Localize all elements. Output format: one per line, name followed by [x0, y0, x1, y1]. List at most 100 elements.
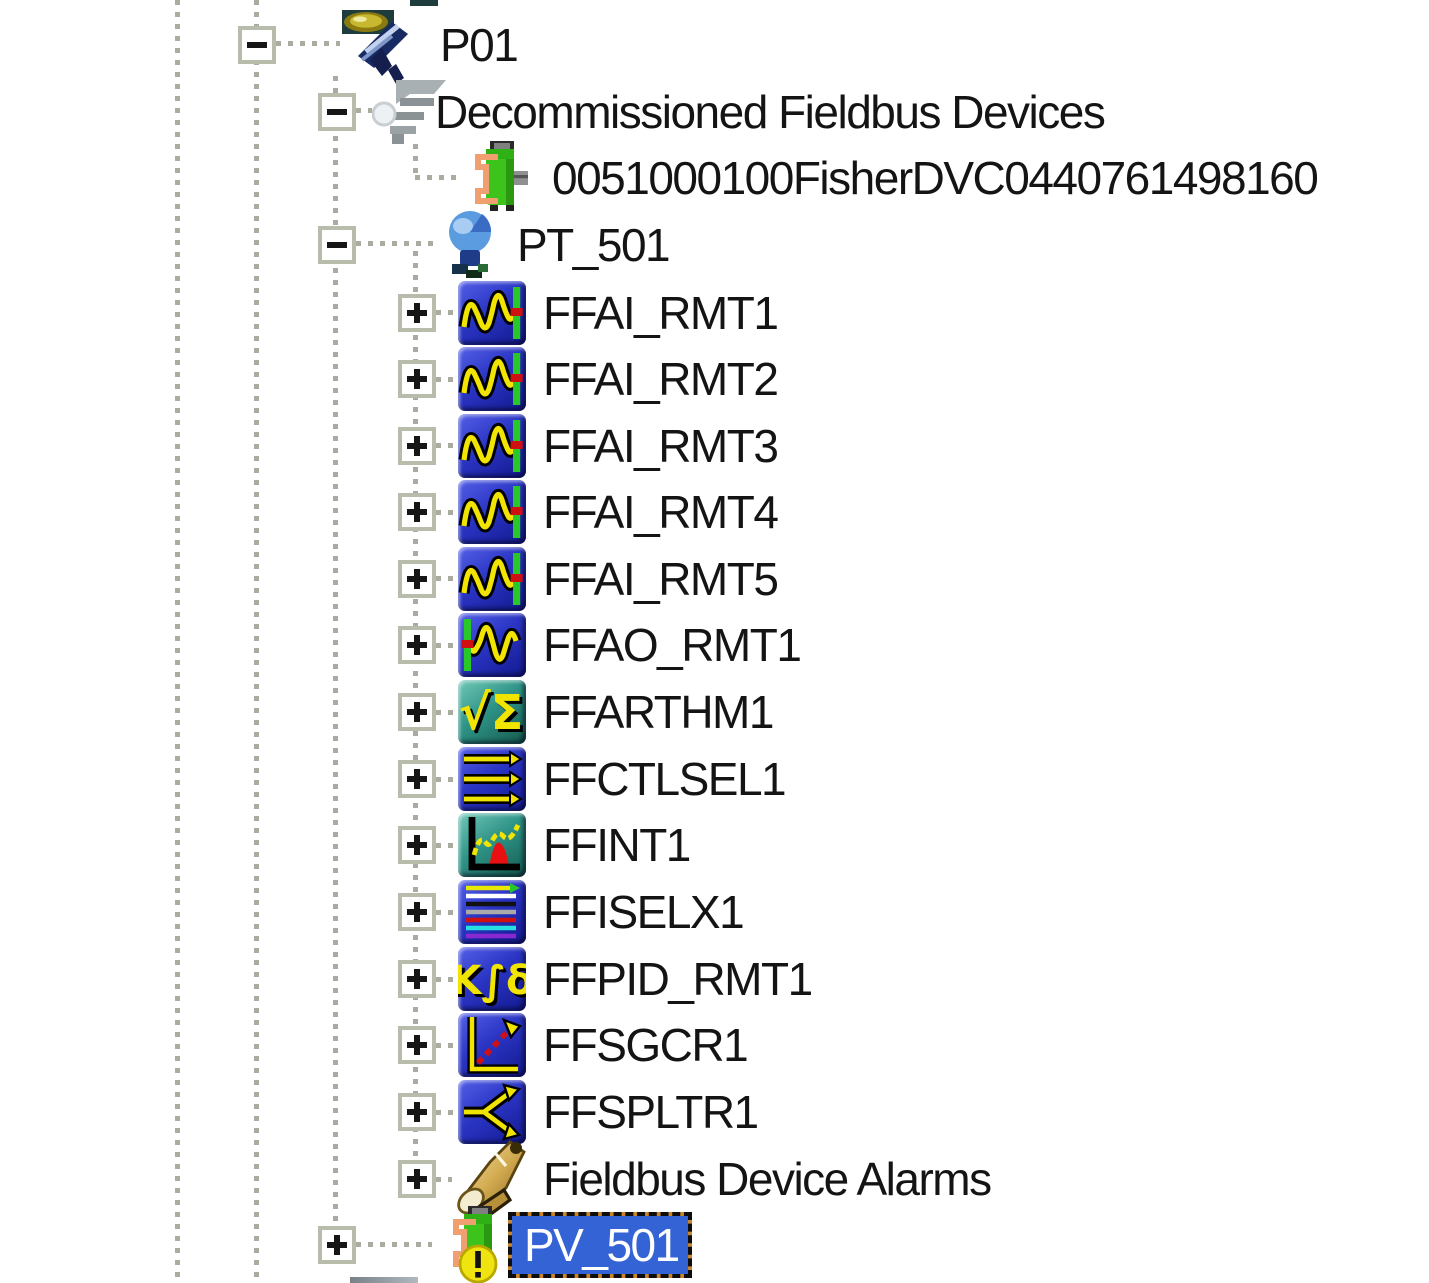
expand-toggle[interactable]	[398, 360, 436, 398]
tree-item-label[interactable]: FFAI_RMT3	[543, 420, 779, 472]
expand-toggle[interactable]	[398, 626, 436, 664]
tree-branch-line	[436, 576, 456, 581]
ffai-analog-input-block-icon[interactable]	[458, 281, 526, 345]
tree-item-label[interactable]: FFSPLTR1	[543, 1086, 759, 1138]
clipped-icon-fragment	[350, 1277, 418, 1283]
tree-branch-line	[436, 310, 456, 315]
tree-branch-line	[415, 175, 462, 180]
expand-toggle[interactable]	[398, 1093, 436, 1131]
expand-toggle[interactable]	[398, 493, 436, 531]
expand-toggle[interactable]	[398, 427, 436, 465]
expand-toggle[interactable]	[398, 893, 436, 931]
tree-branch-line	[436, 1043, 456, 1048]
tree-indent-guide	[413, 144, 418, 179]
tree-row-fieldbus-device-alarms[interactable]: Fieldbus Device Alarms	[0, 1140, 1429, 1219]
tree-branch-line	[436, 977, 456, 982]
tree-row-ffctlsel1[interactable]: FFCTLSEL1	[0, 746, 1429, 812]
tree-item-label[interactable]: PT_501	[517, 219, 671, 271]
tree-row-ffai-rmt5[interactable]: FFAI_RMT5	[0, 546, 1429, 612]
tree-branch-line	[276, 41, 340, 46]
tree-row-ffai-rmt4[interactable]: FFAI_RMT4	[0, 479, 1429, 545]
p01-module-icon[interactable]	[338, 8, 426, 89]
decommissioned-devices-icon[interactable]	[371, 80, 448, 151]
tree-branch-line	[356, 1242, 432, 1247]
ffai-analog-input-block-icon[interactable]	[458, 547, 526, 611]
expand-toggle[interactable]	[318, 1226, 356, 1264]
transmitter-device-icon[interactable]	[438, 210, 504, 285]
control-selector-block-icon[interactable]	[458, 747, 526, 811]
selected-item-highlight[interactable]: PV_501	[508, 1212, 692, 1278]
collapse-toggle[interactable]	[238, 26, 276, 64]
tree-row-ffai-rmt1[interactable]: FFAI_RMT1	[0, 280, 1429, 346]
tree-item-label[interactable]: FFCTLSEL1	[543, 753, 787, 805]
tree-row-ffspltr1[interactable]: FFSPLTR1	[0, 1079, 1429, 1145]
tree-row-ffai-rmt3[interactable]: FFAI_RMT3	[0, 413, 1429, 479]
expand-toggle[interactable]	[398, 960, 436, 998]
svg-text:K∫δ: K∫δ	[458, 958, 526, 1004]
tree-item-label[interactable]: PV_501	[524, 1219, 680, 1271]
tree-item-label[interactable]: FFAI_RMT1	[543, 287, 779, 339]
tree-item-label[interactable]: FFSGCR1	[543, 1019, 749, 1071]
tree-branch-line	[436, 643, 456, 648]
expand-toggle[interactable]	[398, 693, 436, 731]
integrator-block-icon[interactable]	[458, 813, 526, 877]
expand-toggle[interactable]	[398, 1160, 436, 1198]
tree-item-label[interactable]: FFISELX1	[543, 886, 745, 938]
tree-branch-line	[436, 1110, 456, 1115]
tree-branch-line	[356, 108, 372, 113]
ffai-analog-input-block-icon[interactable]	[458, 347, 526, 411]
tree-item-label[interactable]: FFAI_RMT4	[543, 486, 779, 538]
ffao-analog-output-block-icon[interactable]	[458, 613, 526, 677]
ffai-analog-input-block-icon[interactable]	[458, 480, 526, 544]
svg-text:K∫δ: K∫δ	[458, 961, 526, 1007]
fieldbus-device-icon[interactable]	[458, 141, 540, 222]
expand-toggle[interactable]	[398, 560, 436, 598]
tree-row-pv501[interactable]: PV_501	[0, 1206, 1429, 1283]
expand-toggle[interactable]	[398, 294, 436, 332]
tree-indent-guide	[175, 0, 180, 1283]
tree-branch-line	[436, 843, 456, 848]
tree-row-ffao-rmt1[interactable]: FFAO_RMT1	[0, 612, 1429, 678]
tree-item-label[interactable]: 0051000100FisherDVC0440761498160	[552, 152, 1319, 204]
tree-row-decommissioned-device[interactable]: 0051000100FisherDVC0440761498160	[0, 141, 1429, 211]
tree-row-ffpid-rmt1[interactable]: K∫δ K∫δ FFPID_RMT1	[0, 946, 1429, 1012]
tree-branch-line	[436, 377, 456, 382]
tree-row-pt501[interactable]: PT_501	[0, 211, 1429, 278]
tree-item-label[interactable]: FFAO_RMT1	[543, 619, 802, 671]
tree-branch-line	[436, 777, 456, 782]
tree-branch-line	[356, 241, 436, 246]
expand-toggle[interactable]	[398, 760, 436, 798]
tree-row-ffint1[interactable]: FFINT1	[0, 812, 1429, 878]
tree-row-ffiselx1[interactable]: FFISELX1	[0, 879, 1429, 945]
selection-fill	[512, 1216, 688, 1274]
tree-row-p01[interactable]: P01	[0, 10, 1429, 84]
splitter-block-icon[interactable]	[458, 1080, 526, 1144]
arithmetic-block-icon[interactable]: √Σ √Σ	[458, 680, 526, 744]
input-selector-block-icon[interactable]	[458, 880, 526, 944]
tree-row-ffai-rmt2[interactable]: FFAI_RMT2	[0, 346, 1429, 412]
tree-row-ffarthm1[interactable]: √Σ √Σ FFARTHM1	[0, 679, 1429, 745]
tree-row-ffsgcr1[interactable]: FFSGCR1	[0, 1012, 1429, 1078]
tree-item-label[interactable]: FFARTHM1	[543, 686, 774, 738]
collapse-toggle[interactable]	[318, 226, 356, 264]
svg-text:√Σ: √Σ	[462, 688, 526, 744]
tree-item-label[interactable]: FFAI_RMT2	[543, 353, 779, 405]
tree-item-label[interactable]: FFPID_RMT1	[543, 953, 813, 1005]
signal-characterizer-block-icon[interactable]	[458, 1013, 526, 1077]
tree-row-decommissioned[interactable]: Decommissioned Fieldbus Devices	[0, 79, 1429, 145]
tree-item-label[interactable]: FFAI_RMT5	[543, 553, 779, 605]
ffai-analog-input-block-icon[interactable]	[458, 414, 526, 478]
expand-toggle[interactable]	[398, 826, 436, 864]
clipped-icon-fragment	[410, 0, 438, 6]
tree-item-label[interactable]: FFINT1	[543, 819, 691, 871]
tree-item-label[interactable]: P01	[440, 19, 519, 71]
tree-branch-line	[436, 443, 456, 448]
tree-indent-guide	[333, 76, 338, 1247]
fieldbus-device-alert-icon[interactable]	[436, 1206, 516, 1283]
expand-toggle[interactable]	[398, 1026, 436, 1064]
pid-block-icon[interactable]: K∫δ K∫δ	[458, 947, 526, 1011]
collapse-toggle[interactable]	[318, 93, 356, 131]
tree-item-label[interactable]: Fieldbus Device Alarms	[543, 1153, 992, 1205]
tree-item-label[interactable]: Decommissioned Fieldbus Devices	[435, 86, 1106, 138]
